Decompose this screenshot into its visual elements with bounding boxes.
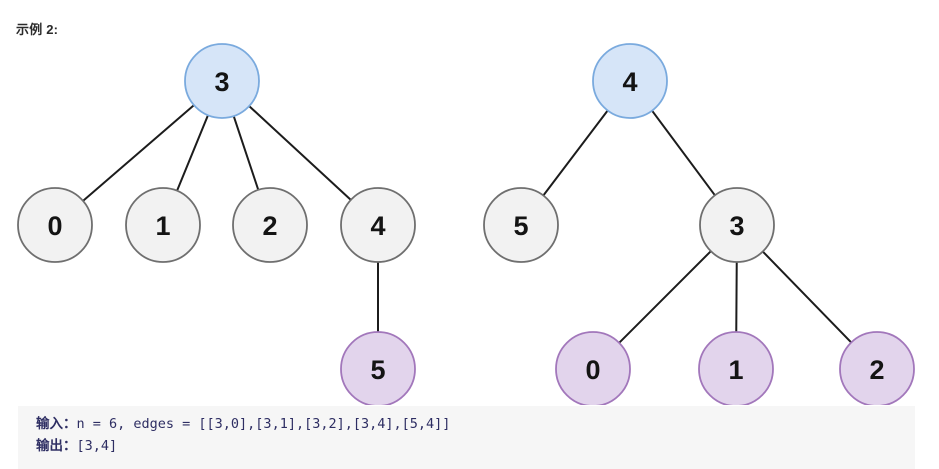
tree-node-circle (340, 187, 416, 263)
tree-node-label: 1 (155, 211, 170, 241)
tree-node: 4 (592, 43, 668, 119)
tree-node-label: 3 (214, 67, 229, 97)
tree-node-label: 0 (47, 211, 62, 241)
tree-edge (761, 250, 853, 344)
page-title: 示例 2: (16, 22, 59, 37)
tree-node: 5 (483, 187, 559, 263)
tree-node-circle (340, 331, 416, 405)
tree-node-circle (125, 187, 201, 263)
example-io-block: 输入：n = 6, edges = [[3,0],[3,1],[3,2],[3,… (18, 406, 915, 469)
tree-edge (248, 105, 352, 201)
tree-node-label: 2 (262, 211, 277, 241)
tree-node: 2 (839, 331, 915, 405)
tree-node-label: 1 (728, 355, 743, 385)
tree-edge (542, 109, 609, 197)
tree-node: 0 (555, 331, 631, 405)
tree-diagram: 3 0 1 2 4 5 4 5 3 0 1 2 (17, 43, 915, 405)
tree-node: 0 (17, 187, 93, 263)
tree-node: 2 (232, 187, 308, 263)
tree-node-circle (839, 331, 915, 405)
tree-node-circle (232, 187, 308, 263)
tree-edge (232, 115, 260, 191)
tree-node-circle (17, 187, 93, 263)
tree-node-circle (184, 43, 260, 119)
tree-node: 1 (698, 331, 774, 405)
tree-node-label: 4 (370, 211, 385, 241)
tree-edge (82, 104, 195, 202)
tree-node-label: 0 (585, 355, 600, 385)
tree-node: 4 (340, 187, 416, 263)
tree-node: 5 (340, 331, 416, 405)
tree-node: 1 (125, 187, 201, 263)
tree-node: 3 (699, 187, 775, 263)
tree-node-circle (483, 187, 559, 263)
tree-edge (651, 109, 716, 197)
output-value: [3,4] (76, 438, 118, 454)
tree-node-label: 4 (622, 67, 637, 97)
tree-node-circle (592, 43, 668, 119)
input-value: n = 6, edges = [[3,0],[3,1],[3,2],[3,4],… (76, 416, 451, 432)
tree-node-circle (698, 331, 774, 405)
tree-node-label: 3 (729, 211, 744, 241)
output-label: 输出： (36, 438, 77, 453)
input-label: 输入： (36, 416, 77, 431)
input-line: 输入：n = 6, edges = [[3,0],[3,1],[3,2],[3,… (36, 413, 915, 435)
nodes-layer: 3 0 1 2 4 5 4 5 3 0 1 2 (17, 43, 915, 405)
edges-layer (82, 104, 853, 344)
output-line: 输出：[3,4] (36, 435, 915, 457)
tree-edge (176, 114, 209, 192)
tree-node-circle (555, 331, 631, 405)
tree-node-label: 5 (370, 355, 385, 385)
tree-edge (618, 250, 712, 344)
tree-node: 3 (184, 43, 260, 119)
tree-node-label: 5 (513, 211, 528, 241)
tree-node-circle (699, 187, 775, 263)
tree-node-label: 2 (869, 355, 884, 385)
